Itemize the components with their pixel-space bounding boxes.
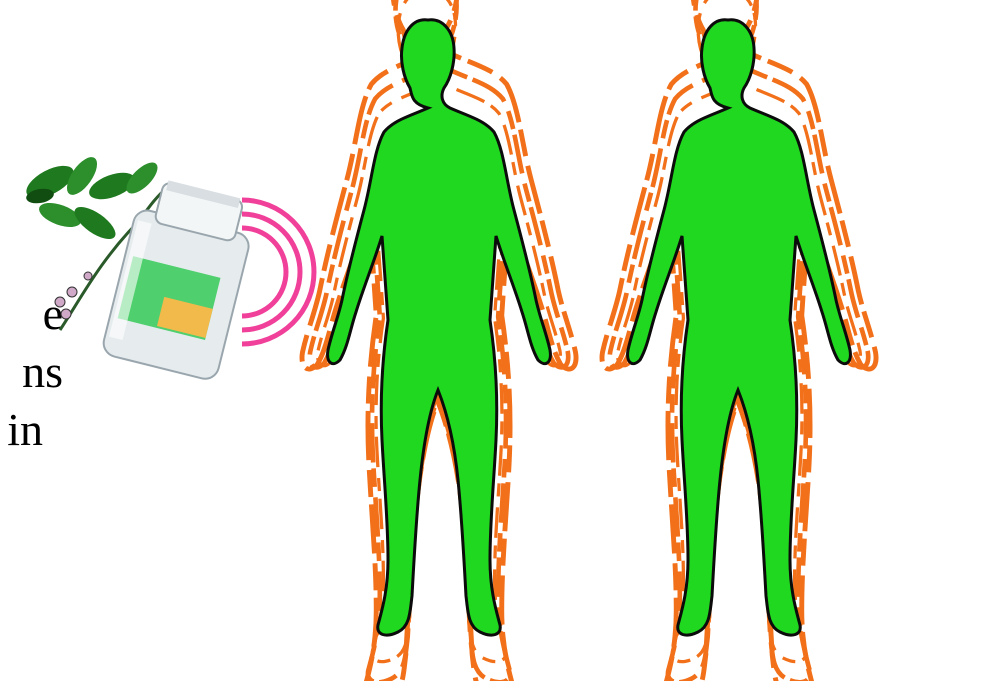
human-aura-figure-left — [302, 0, 576, 681]
supplement-bottle-icon — [101, 175, 260, 382]
human-aura-figure-right — [602, 0, 876, 681]
signal-waves-icon — [242, 200, 314, 344]
